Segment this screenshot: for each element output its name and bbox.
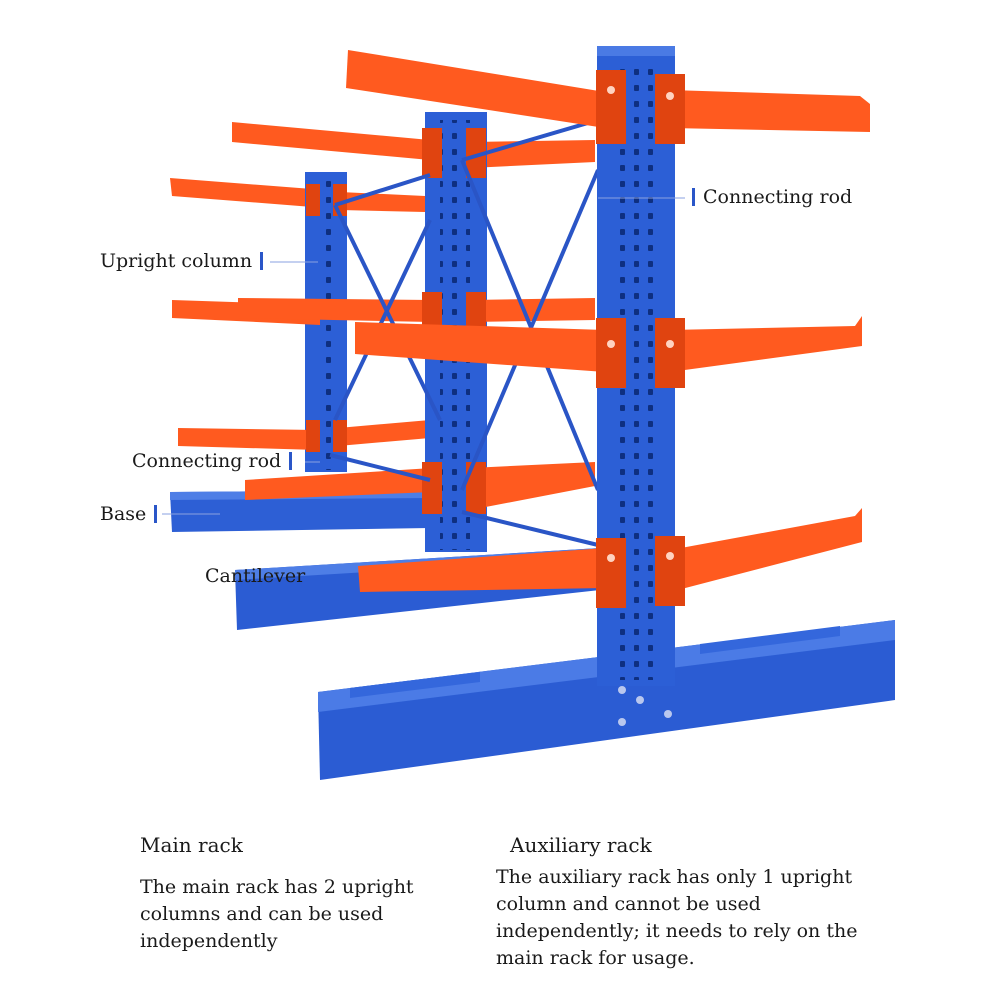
marker-bar <box>260 252 264 270</box>
upright-column-label: Upright column <box>100 252 271 271</box>
front-rack <box>318 46 895 780</box>
cantilever-rack-illustration <box>162 46 895 780</box>
back-arm-top-left <box>170 178 325 208</box>
front-arm-low-right <box>670 508 862 592</box>
marker-bar <box>154 505 158 523</box>
auxiliary-rack-description: The auxiliary rack has only 1 upright co… <box>496 866 858 969</box>
auxiliary-rack-title: Auxiliary rack <box>510 833 652 857</box>
main-rack-description: The main rack has 2 upright columns and … <box>140 876 414 952</box>
front-arm-mid-left <box>355 322 605 372</box>
front-base <box>318 620 895 780</box>
marker-bar <box>692 188 695 206</box>
front-arm-low-left <box>358 548 605 592</box>
middle-arm-mid-left <box>238 298 432 322</box>
middle-arm-low-right <box>470 462 595 510</box>
front-arm-top-left <box>346 50 605 128</box>
marker-bar <box>289 452 293 470</box>
front-arm-mid-right <box>670 316 862 372</box>
connecting-rods <box>329 118 600 547</box>
connecting-rod-top-label: Connecting rod <box>684 188 852 207</box>
connecting-rod-mid-label: Connecting rod <box>132 452 300 471</box>
base-label: Base <box>100 505 165 524</box>
middle-arm-low-left <box>245 468 432 500</box>
back-arm-low-left <box>178 428 318 450</box>
back-arm-low-right <box>338 420 430 446</box>
middle-arm-mid-right <box>470 298 595 322</box>
leader-lines <box>162 197 685 515</box>
back-rack <box>170 172 430 532</box>
main-rack-title: Main rack <box>140 833 243 857</box>
back-base <box>170 490 430 532</box>
middle-arm-top-left <box>232 122 430 160</box>
back-arm-top-right <box>340 192 425 212</box>
front-arm-top-right <box>670 90 870 132</box>
cantilever-label: Cantilever <box>205 565 306 587</box>
